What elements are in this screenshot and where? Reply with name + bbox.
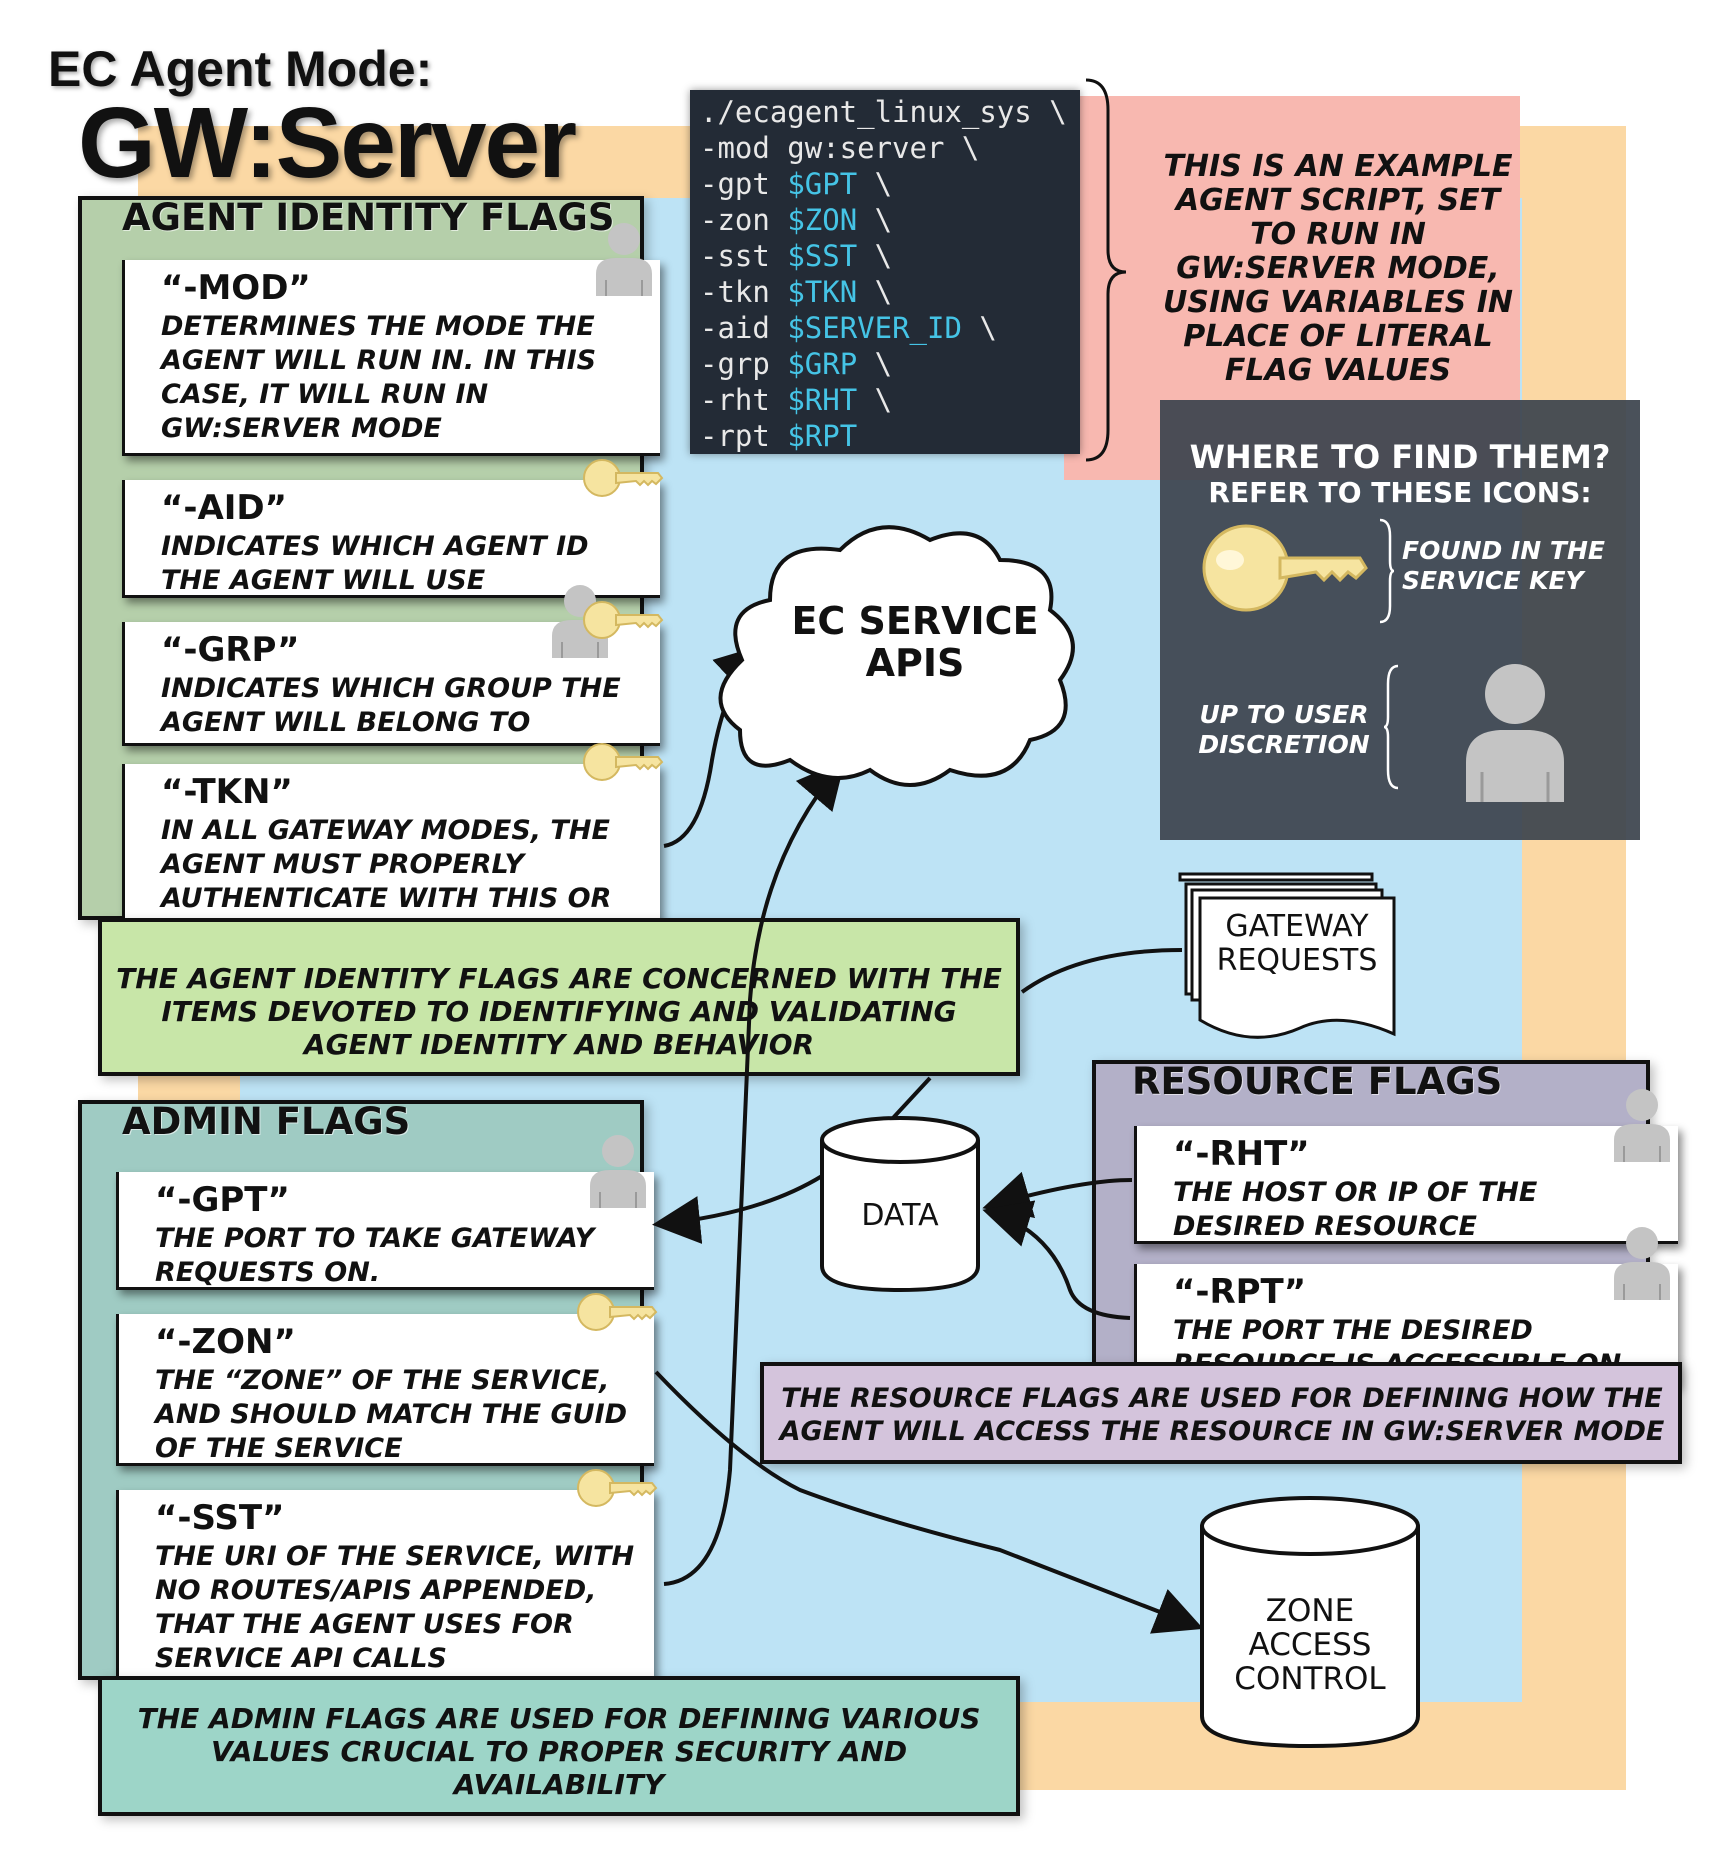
script-note: This is an example agent script, set to …: [1163, 149, 1513, 388]
code-line: -rpt $RPT: [700, 419, 858, 453]
identity-flags-title: Agent Identity Flags: [122, 196, 615, 239]
flag-description: Indicates which group the agent will bel…: [161, 673, 621, 738]
flag-name: “-RPT”: [1173, 1272, 1307, 1312]
zone-access-label: Zone Access Control: [1234, 1593, 1386, 1697]
flag-card-admin: “-SST”The URI of the service, with no ro…: [116, 1490, 654, 1708]
code-line: -aid $SERVER_ID \: [700, 311, 997, 345]
title-line1: EC Agent Mode:: [48, 41, 433, 97]
legend-title: Where to find them?: [1189, 438, 1611, 476]
code-line: -tkn $TKN \: [700, 275, 893, 309]
icon-legend: Where to find them? Refer to these icons…: [1160, 400, 1640, 840]
code-line: -grp $GRP \: [700, 347, 893, 381]
flag-name: “-MOD”: [161, 268, 311, 308]
flag-card-resource: “-RHT”The host or IP of the desired reso…: [1134, 1126, 1678, 1244]
flag-description: The port to take gateway requests on.: [155, 1223, 595, 1288]
code-line: -gpt $GPT \: [700, 167, 893, 201]
legend-key-label: Found in the service key: [1402, 536, 1605, 595]
admin-caption: The admin flags are used for defining va…: [137, 1702, 981, 1801]
flag-description: The “zone” of the service, and should ma…: [155, 1365, 628, 1464]
identity-caption: The agent identity flags are concerned w…: [116, 962, 1002, 1061]
flag-card-admin: “-ZON”The “zone” of the service, and sho…: [116, 1314, 654, 1466]
flag-name: “-AID”: [161, 488, 287, 528]
code-line: -sst $SST \: [700, 239, 893, 273]
code-line: -mod gw:server \: [700, 131, 980, 165]
flag-name: “-GPT”: [155, 1180, 290, 1220]
agent-script-code: ./ecagent_linux_sys \-mod gw:server \-gp…: [690, 90, 1080, 454]
flag-name: “-RHT”: [1173, 1134, 1310, 1174]
code-line: -zon $ZON \: [700, 203, 893, 237]
flag-name: “-GRP”: [161, 630, 300, 670]
resource-caption: The resource flags are used for defining…: [779, 1383, 1665, 1447]
legend-user-label: Up to user discretion: [1198, 700, 1370, 759]
legend-subtitle: Refer to these icons:: [1208, 476, 1592, 509]
flag-card-identity: “-AID”Indicates which agent ID the agent…: [122, 480, 660, 598]
flag-description: Indicates which agent ID the agent will …: [161, 531, 589, 596]
flag-description: Determines the mode the agent will run i…: [161, 311, 597, 444]
identity-caption-box: [98, 918, 1020, 1076]
flag-name: “-TKN”: [161, 772, 293, 812]
flag-description: The host or IP of the desired resource: [1173, 1177, 1538, 1242]
legend-brace-top: [1376, 516, 1396, 626]
flag-card-admin: “-GPT”The port to take gateway requests …: [116, 1172, 654, 1290]
admin-caption-box: [98, 1676, 1020, 1816]
code-line: ./ecagent_linux_sys \: [700, 95, 1067, 129]
legend-brace-bottom: [1382, 662, 1402, 792]
resource-flags-title: Resource Flags: [1132, 1060, 1503, 1103]
cloud-label: EC Service APIs: [791, 599, 1039, 685]
admin-flags-title: Admin Flags: [122, 1100, 411, 1143]
flag-card-identity: “-MOD”Determines the mode the agent will…: [122, 260, 660, 456]
flag-description: The URI of the service, with no routes/A…: [155, 1541, 635, 1674]
flag-name: “-SST”: [155, 1498, 285, 1538]
legend-key-icon: [1200, 518, 1370, 618]
flag-name: “-ZON”: [155, 1322, 296, 1362]
legend-user-icon: [1460, 662, 1570, 802]
gateway-requests-label: Gateway Requests: [1216, 909, 1378, 978]
code-line: -rht $RHT \: [700, 383, 893, 417]
page-title: GW:Server: [78, 87, 577, 199]
data-label: Data: [861, 1198, 939, 1233]
